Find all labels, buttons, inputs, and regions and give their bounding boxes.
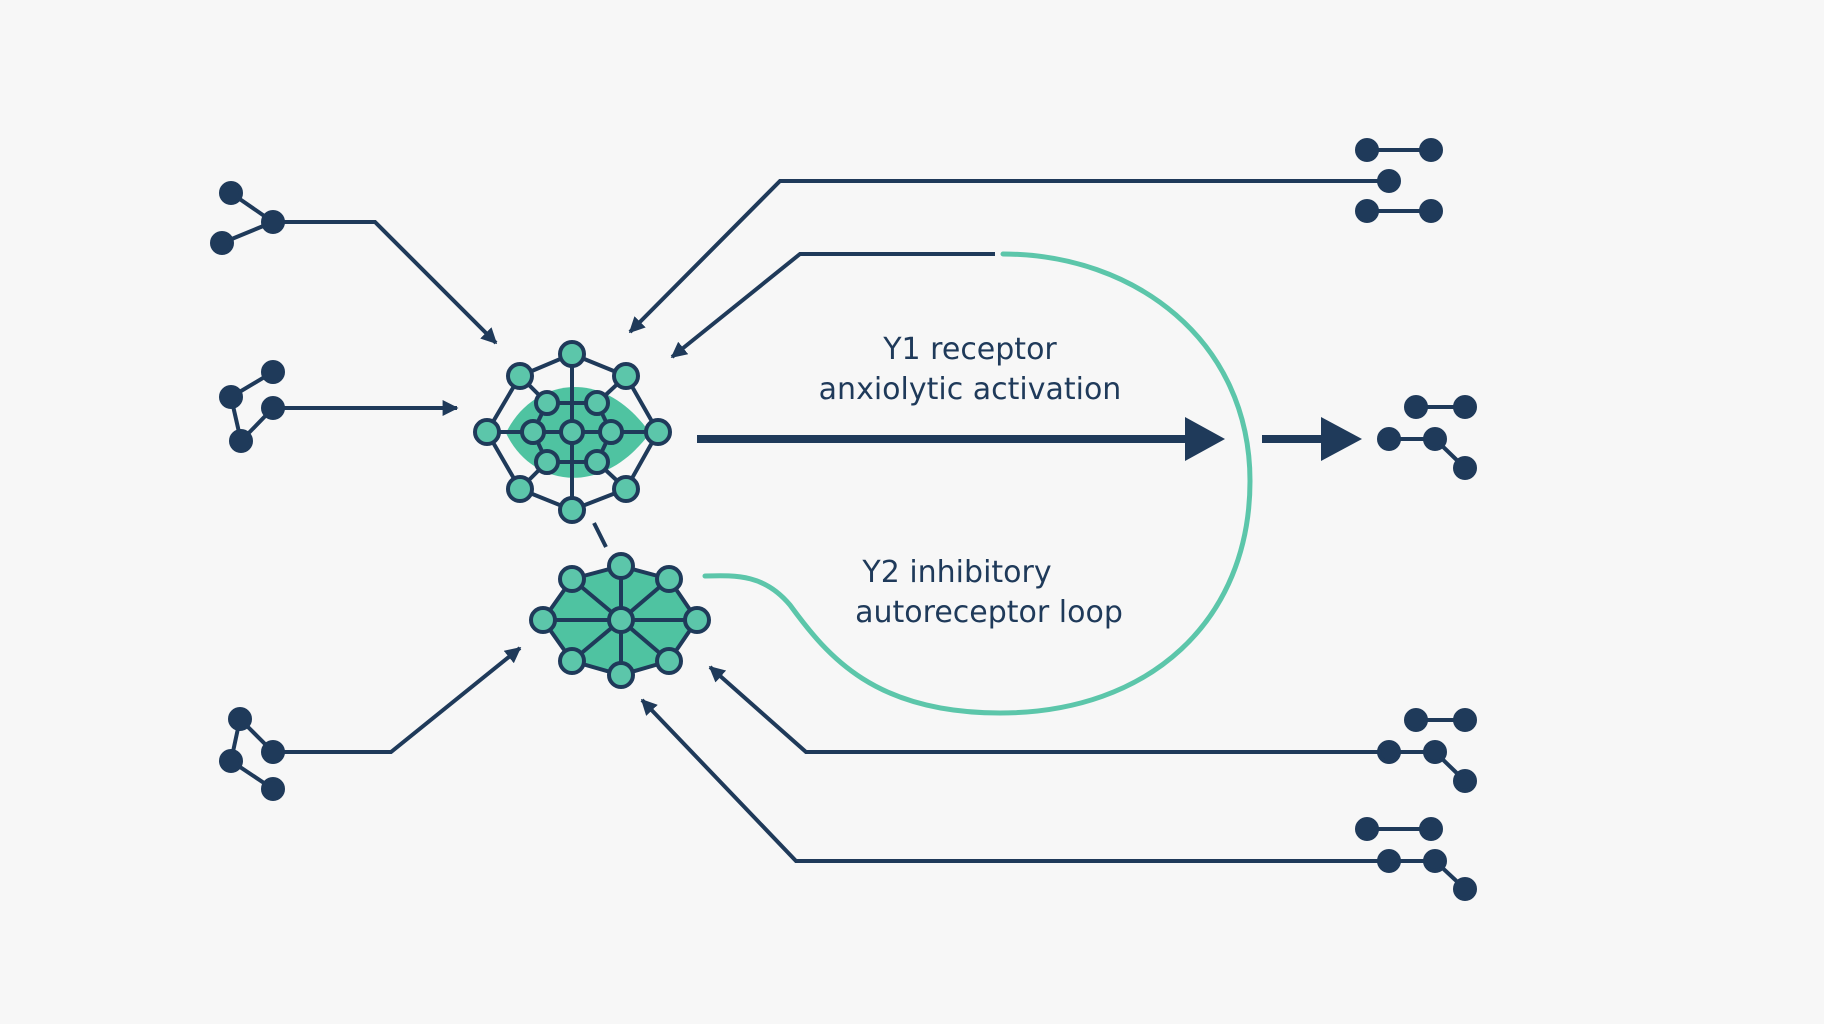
input-connection-top-right-inner xyxy=(670,252,995,359)
y1-label-line2: anxiolytic activation xyxy=(819,372,1122,407)
input-neuron-bottom-right-upper-icon xyxy=(1377,708,1477,793)
y2-network-cluster-icon xyxy=(529,552,711,689)
input-connection-top-left xyxy=(273,220,498,345)
y1-activation-arrow xyxy=(697,417,1225,461)
y2-label-line2: autoreceptor loop xyxy=(855,595,1123,630)
output-neuron-icon xyxy=(1377,395,1477,480)
y2-label-line1: Y2 inhibitory xyxy=(861,555,1051,590)
output-arrow xyxy=(1262,417,1362,461)
input-neuron-mid-left-icon xyxy=(219,360,285,453)
input-neuron-bottom-right-lower-icon xyxy=(1355,817,1477,901)
input-neuron-top-right-icon xyxy=(1355,138,1443,223)
input-connection-top-right-outer xyxy=(628,179,1389,334)
input-connection-bottom-right-outer xyxy=(640,698,1389,863)
y2-feedback-loop-curve xyxy=(702,251,1253,716)
input-connection-bottom-left xyxy=(273,646,522,754)
input-connection-bottom-right-inner xyxy=(708,665,1389,754)
y1-label-line1: Y1 receptor xyxy=(882,332,1057,367)
y1-network-cluster-icon xyxy=(473,340,672,524)
cluster-connector xyxy=(592,522,608,548)
input-neuron-top-left-icon xyxy=(210,181,285,255)
